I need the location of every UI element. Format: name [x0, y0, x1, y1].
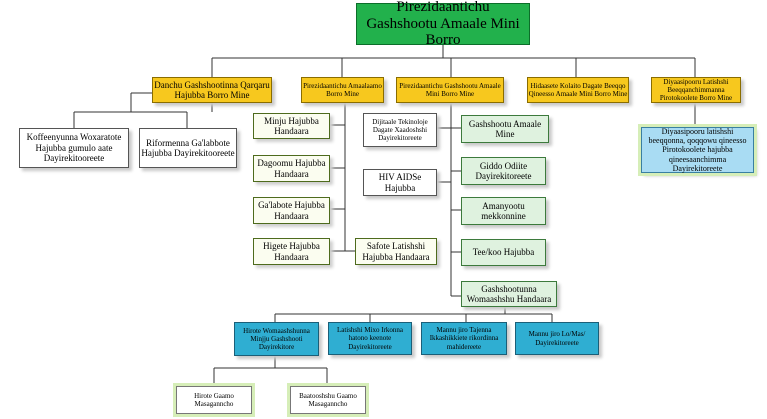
galabote-label: Ga'labote Hajubba Handaara	[258, 200, 325, 221]
hiv-label: HIV AIDSe Hajubba	[378, 172, 422, 193]
diyaasi-office-label: Diyaasipooru Latishshi Beeqqanchimmanna …	[659, 77, 733, 103]
dijitaale-box: Dijitaale Tekinoloje Dagate Xaadoshshi D…	[363, 113, 437, 147]
galabote-box: Ga'labote Hajubba Handaara	[253, 197, 330, 224]
tee-box: Tee/koo Hajubba	[461, 239, 546, 266]
hirote-gaamo-box: Hirote Gaamo Masaganncho	[176, 386, 252, 414]
amanyootu-box: Amanyootu mekkonnine	[461, 197, 546, 225]
minju-label: Minju Hajubba Handaara	[264, 115, 319, 136]
higete-label: Higete Hajubba Handaara	[263, 241, 320, 262]
dijitaale-label: Dijitaale Tekinoloje Dagate Xaadoshshi D…	[372, 117, 428, 143]
gashshootu-amaale-box: Gashshootu Amaale Mine	[461, 115, 549, 143]
dagoomu-box: Dagoomu Hajubba Handaara	[253, 155, 330, 182]
higete-box: Higete Hajubba Handaara	[253, 238, 330, 265]
giddo-box: Giddo Odiite Dayirekitoreete	[461, 157, 546, 185]
womaashshu-label: Gashshootunna Womaashshu Handaara	[466, 283, 552, 304]
hirote-womaashshunna-box: Hirote Womaashshunna Minjju Gashshooti D…	[234, 322, 319, 356]
top-box: Pirezidaantichu Gashshootu Amaale Mini B…	[356, 0, 530, 48]
gashshootu-amaale-label: Gashshootu Amaale Mine	[468, 118, 542, 139]
diyaasi-child-box: Diyaasipooru latishshi beeqqonna, qoqqow…	[641, 127, 754, 173]
mannu-lomas-box: Mannu jiro Lo/Mas/ Dayirekitoreete	[515, 322, 599, 355]
mannu-tajenna-label: Mannu jiro Tajenna Ikkashikkiete rikordi…	[429, 326, 499, 351]
hirote-womaashshunna-label: Hirote Womaashshunna Minjju Gashshooti D…	[243, 326, 310, 352]
amaalaamo-office-box: Pirezidaantichu Amaalaamo Borro Mine	[301, 77, 384, 103]
hirote-gaamo-label: Hirote Gaamo Masaganncho	[194, 391, 234, 408]
safote-label: Safote Latishshi Hajubba Handaara	[362, 241, 430, 262]
latishshi-mixo-box: Latishshi Mixo Irkonna hatono keenote Da…	[328, 322, 412, 355]
koffeenyunna-label: Koffeenyunna Woxaratote Hajubba gumulo a…	[26, 132, 122, 164]
hiv-box: HIV AIDSe Hajubba	[363, 169, 437, 196]
hidaasete-office-label: Hidaasete Kolaito Dagate Beeqqo Qineesso…	[528, 81, 628, 98]
hidaasete-office-box: Hidaasete Kolaito Dagate Beeqqo Qineesso…	[527, 77, 629, 103]
mannu-tajenna-box: Mannu jiro Tajenna Ikkashikkiete rikordi…	[421, 322, 507, 355]
giddo-label: Giddo Odiite Dayirekitoreete	[475, 160, 532, 181]
diyaasi-office-box: Diyaasipooru Latishshi Beeqqanchimmanna …	[651, 77, 741, 103]
mannu-lomas-label: Mannu jiro Lo/Mas/ Dayirekitoreete	[528, 330, 586, 347]
womaashshu-box: Gashshootunna Womaashshu Handaara	[461, 281, 557, 307]
dagoomu-label: Dagoomu Hajubba Handaara	[257, 158, 326, 179]
amanyootu-label: Amanyootu mekkonnine	[481, 200, 526, 221]
left-office-label: Danchu Gashshootinna Qarqaru Hajubba Bor…	[154, 79, 270, 100]
amaalaamo-office-label: Pirezidaantichu Amaalaamo Borro Mine	[303, 81, 382, 98]
diyaasi-child-label: Diyaasipooru latishshi beeqqonna, qoqqow…	[648, 127, 747, 173]
tee-label: Tee/koo Hajubba	[472, 247, 535, 258]
left-office-box: Danchu Gashshootinna Qarqaru Hajubba Bor…	[152, 77, 272, 103]
rifor-label: Riformenna Ga'labbote Hajubba Dayirekito…	[141, 137, 235, 158]
safote-box: Safote Latishshi Hajubba Handaara	[355, 238, 437, 265]
top-label: Pirezidaantichu Gashshootu Amaale Mini B…	[366, 0, 520, 49]
koffeenyunna-box: Koffeenyunna Woxaratote Hajubba gumulo a…	[19, 128, 129, 168]
latishshi-mixo-label: Latishshi Mixo Irkonna hatono keenote Da…	[336, 326, 404, 351]
rifor-box: Riformenna Ga'labbote Hajubba Dayirekito…	[139, 128, 237, 168]
minju-box: Minju Hajubba Handaara	[253, 113, 330, 139]
baatooshshu-gaamo-box: Baatooshshu Gaamo Masaganncho	[290, 386, 366, 414]
baatooshshu-gaamo-label: Baatooshshu Gaamo Masaganncho	[299, 391, 357, 408]
gashshootu-office-box: Pirezidaantichu Gashshootu Amaale Mini B…	[396, 77, 504, 103]
gashshootu-office-label: Pirezidaantichu Gashshootu Amaale Mini B…	[399, 81, 501, 98]
